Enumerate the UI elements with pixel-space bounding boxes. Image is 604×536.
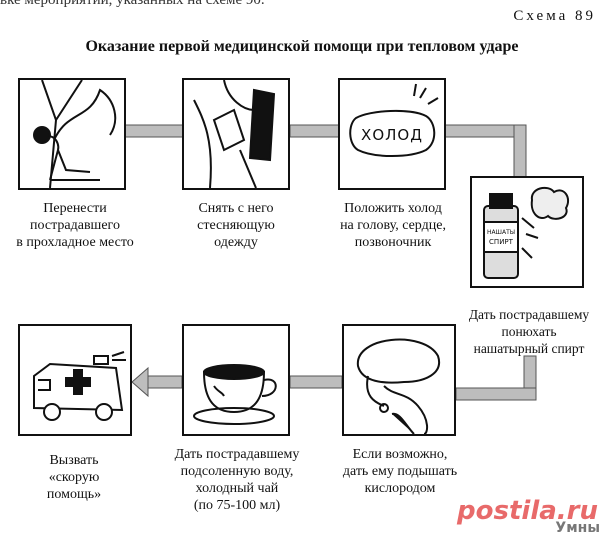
scheme-number: Схема 89 — [513, 8, 596, 25]
cold-pack-label: ХОЛОД — [361, 126, 423, 144]
step-5-frame — [342, 324, 456, 436]
connector-3-4-v — [514, 125, 526, 177]
ambulance-icon — [20, 326, 130, 434]
ammonia-bottle-icon: НАШАТЫ СПИРТ — [472, 178, 582, 286]
step-2-frame — [182, 78, 290, 190]
connector-arrowhead — [132, 368, 148, 396]
step-4-caption: Дать пострадавшему понюхать нашатырный с… — [454, 306, 604, 357]
truncated-preceding-text: вке мероприятий, указанных на схеме 90. — [0, 0, 265, 9]
removing-tie-icon — [184, 80, 288, 188]
step-7-frame — [18, 324, 132, 436]
person-under-tree-icon — [20, 80, 124, 188]
connector-1-2 — [125, 125, 190, 137]
step-4-frame: НАШАТЫ СПИРТ — [470, 176, 584, 288]
cold-pack-icon: ХОЛОД — [340, 80, 444, 188]
tea-cup-icon — [184, 326, 288, 434]
oxygen-bag-icon — [344, 326, 454, 434]
step-7-caption: Вызвать «скорую помощь» — [14, 452, 134, 503]
connector-4-5-h — [456, 388, 536, 400]
connector-3-4-h — [444, 125, 520, 137]
step-3-caption: Положить холод на голову, сердце, позвон… — [318, 200, 468, 251]
step-3-frame: ХОЛОД — [338, 78, 446, 190]
connector-5-6 — [290, 376, 342, 388]
svg-text:НАШАТЫ: НАШАТЫ — [487, 229, 515, 236]
step-1-frame — [18, 78, 126, 190]
svg-text:СПИРТ: СПИРТ — [489, 238, 514, 246]
step-6-frame — [182, 324, 290, 436]
connector-6-7 — [146, 376, 182, 388]
step-6-caption: Дать пострадавшему подсоленную воду, хол… — [162, 446, 312, 514]
step-2-caption: Снять с него стесняющую одежду — [176, 200, 296, 251]
connector-2-3 — [290, 125, 342, 137]
step-1-caption: Перенести пострадавшего в прохладное мес… — [10, 200, 140, 251]
watermark-corner: Умны — [555, 520, 600, 536]
page-title: Оказание первой медицинской помощи при т… — [0, 38, 604, 56]
step-5-caption: Если возможно, дать ему подышать кислоро… — [326, 446, 474, 497]
